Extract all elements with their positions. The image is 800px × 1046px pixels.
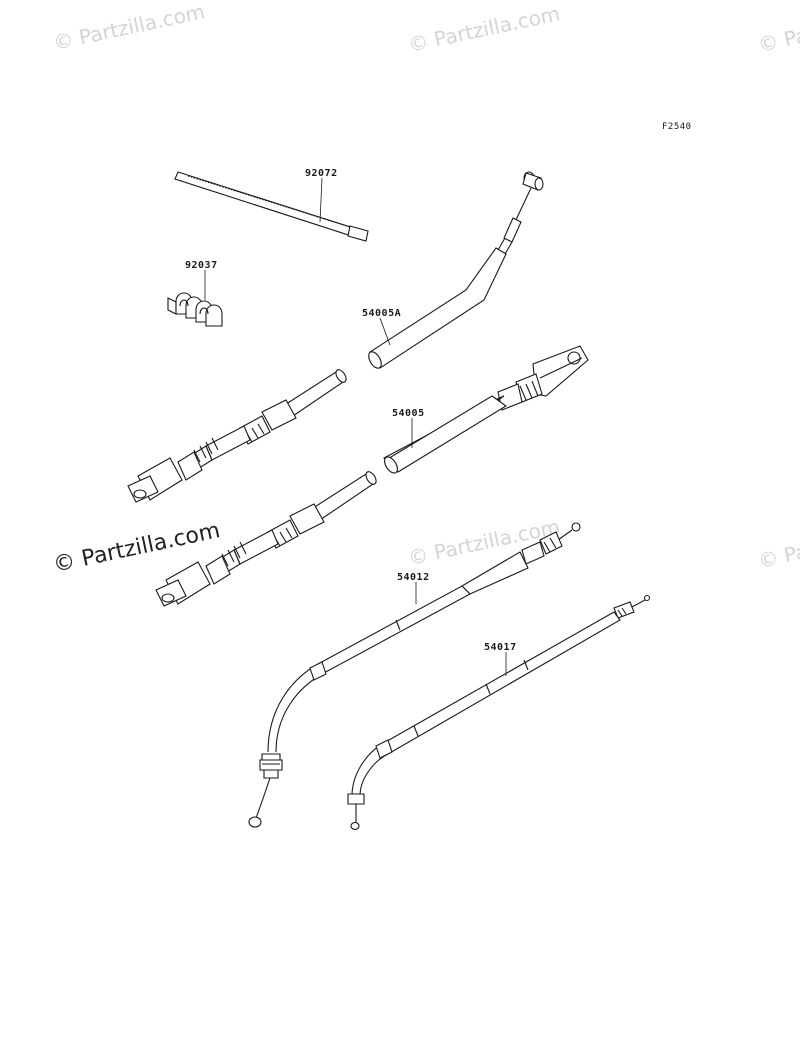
part-54005a-cable[interactable]: 54005A xyxy=(362,171,544,370)
label-92037: 92037 xyxy=(185,260,218,271)
label-92072: 92072 xyxy=(305,168,338,179)
label-54005: 54005 xyxy=(392,408,425,419)
watermark-top-center: © Partzilla.com xyxy=(406,1,562,57)
part-54012-cable[interactable]: 54012 xyxy=(248,522,581,828)
label-54005a: 54005A xyxy=(362,308,401,319)
part-92037-cable-clamp[interactable]: 92037 xyxy=(167,260,223,327)
label-54012: 54012 xyxy=(397,572,430,583)
part-92072-cable-tie[interactable]: 92072 xyxy=(174,168,369,242)
watermark-middle-right: © Partzilla.com xyxy=(756,517,800,573)
diagram-reference-code: F2540 xyxy=(662,122,692,132)
watermark-top-right: © Partzilla.com xyxy=(756,1,800,57)
lower-brake-cable-assembly[interactable] xyxy=(155,470,378,607)
upper-brake-cable-assembly[interactable] xyxy=(127,368,348,503)
part-54017-cable[interactable]: 54017 xyxy=(347,594,651,831)
part-54005-cable[interactable]: 54005 xyxy=(382,345,589,475)
label-54017: 54017 xyxy=(484,642,517,653)
watermark-top-left: © Partzilla.com xyxy=(51,0,207,55)
